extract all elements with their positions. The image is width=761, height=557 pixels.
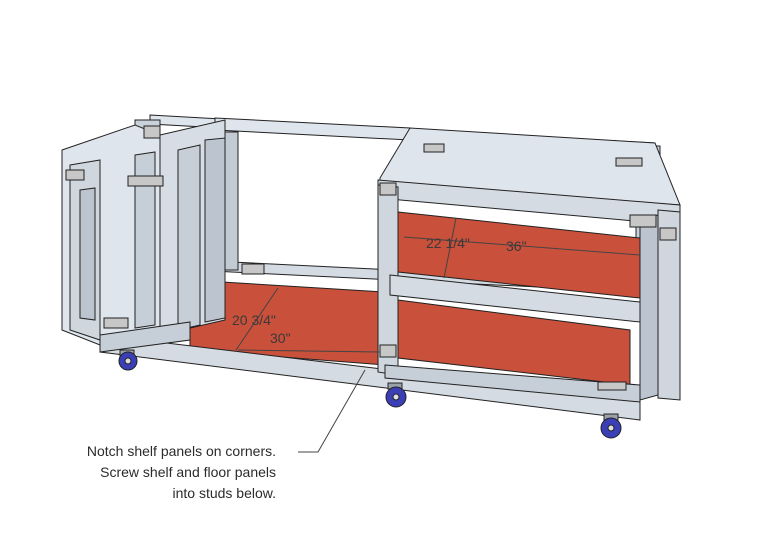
caster-front-left <box>118 349 138 371</box>
bracket <box>379 182 397 196</box>
dim-label-upper-depth: 22 1/4" <box>426 235 470 251</box>
frame-outline <box>61 114 681 421</box>
dim-label-upper-width: 36" <box>506 238 527 254</box>
callout-line-1: Notch shelf panels on corners. <box>86 443 276 459</box>
dim-label-lower-width: 30" <box>270 330 291 346</box>
bracket <box>127 175 164 187</box>
bracket <box>615 157 643 167</box>
bracket <box>423 143 445 153</box>
left-end-stud <box>134 151 156 329</box>
bracket <box>597 381 627 391</box>
middle-top-rail <box>214 117 411 141</box>
left-divider-stud <box>177 144 201 331</box>
callout-leader <box>298 369 366 453</box>
caster-front-right <box>600 413 622 439</box>
bracket <box>659 227 677 241</box>
right-side-leg <box>639 214 659 401</box>
bracket-group <box>65 125 677 391</box>
right-base-rail <box>384 364 641 403</box>
dim-label-lower-depth: 20 3/4" <box>232 312 276 328</box>
callout-line-2: Screw shelf and floor panels <box>100 464 276 480</box>
dimension-lines <box>235 217 641 453</box>
caster-front-middle <box>385 382 407 408</box>
bracket <box>65 169 85 181</box>
bracket <box>629 214 657 228</box>
shelf-front-rail <box>389 274 641 323</box>
dim-line-upper-width <box>403 236 641 256</box>
upper-shelf-panel <box>397 211 641 299</box>
dim-line-lower-width <box>237 349 381 353</box>
bracket <box>143 125 161 139</box>
left-front-leg-inner <box>79 187 96 321</box>
bracket <box>241 263 265 275</box>
dim-line-lower-depth <box>235 287 279 351</box>
dim-line-upper-depth <box>443 217 457 279</box>
callout-note: Notch shelf panels on corners. Screw she… <box>40 441 276 504</box>
bracket <box>379 344 397 358</box>
bracket <box>103 317 129 329</box>
base-left-rail <box>99 321 191 353</box>
left-divider-stud-2 <box>204 137 226 323</box>
casters <box>118 349 622 439</box>
callout-line-3: into studs below. <box>172 485 276 501</box>
